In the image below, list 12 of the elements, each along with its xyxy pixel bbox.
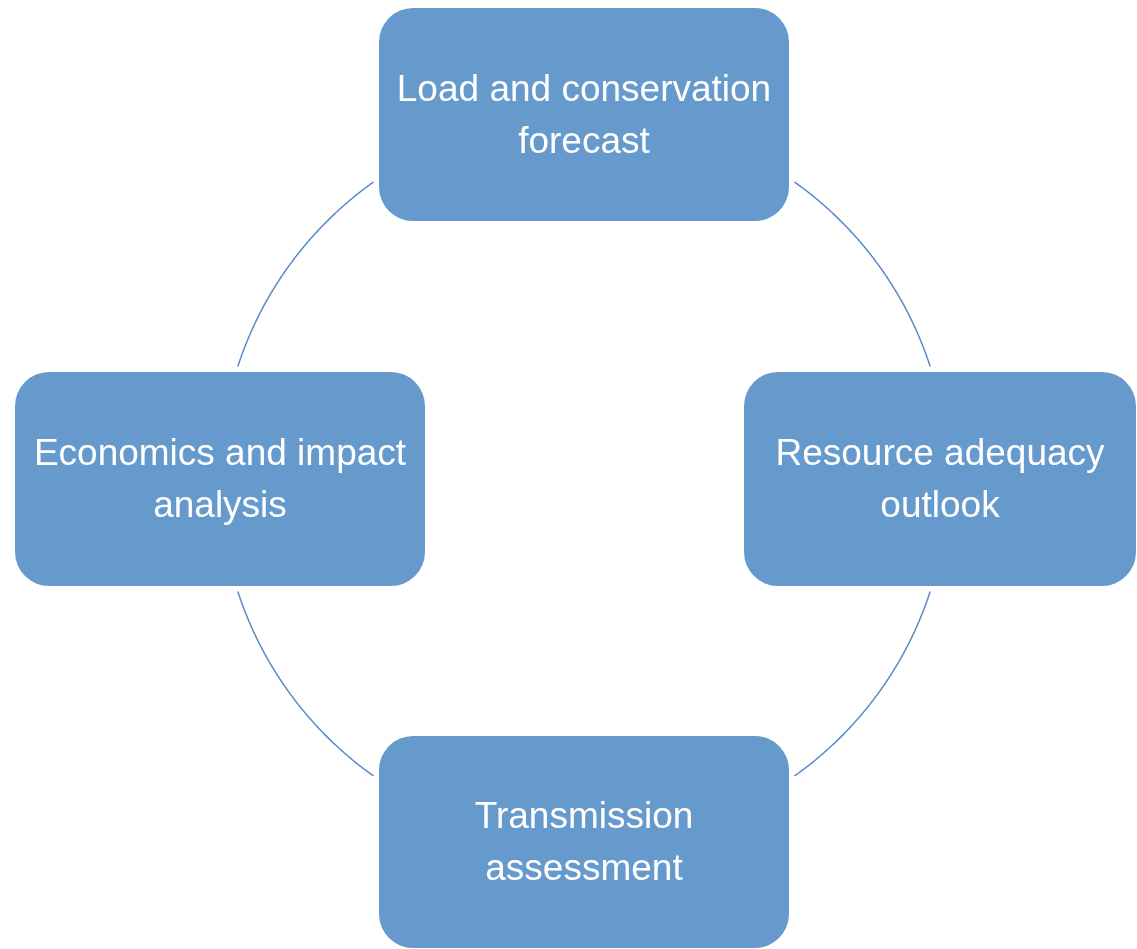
process-box xyxy=(744,372,1136,586)
box-label: Resource adequacy outlook xyxy=(774,431,1106,527)
process-box xyxy=(379,8,789,221)
box-label: Transmission assessment xyxy=(473,794,695,890)
process-box xyxy=(15,372,425,586)
connector-arc xyxy=(793,590,931,777)
connector-arc xyxy=(237,181,375,368)
box-label: Economics and impact analysis xyxy=(32,431,408,527)
box-label: Load and conservation forecast xyxy=(395,66,773,163)
process-box xyxy=(379,736,789,948)
connector-arc xyxy=(237,590,375,777)
connector-arc xyxy=(793,181,931,368)
